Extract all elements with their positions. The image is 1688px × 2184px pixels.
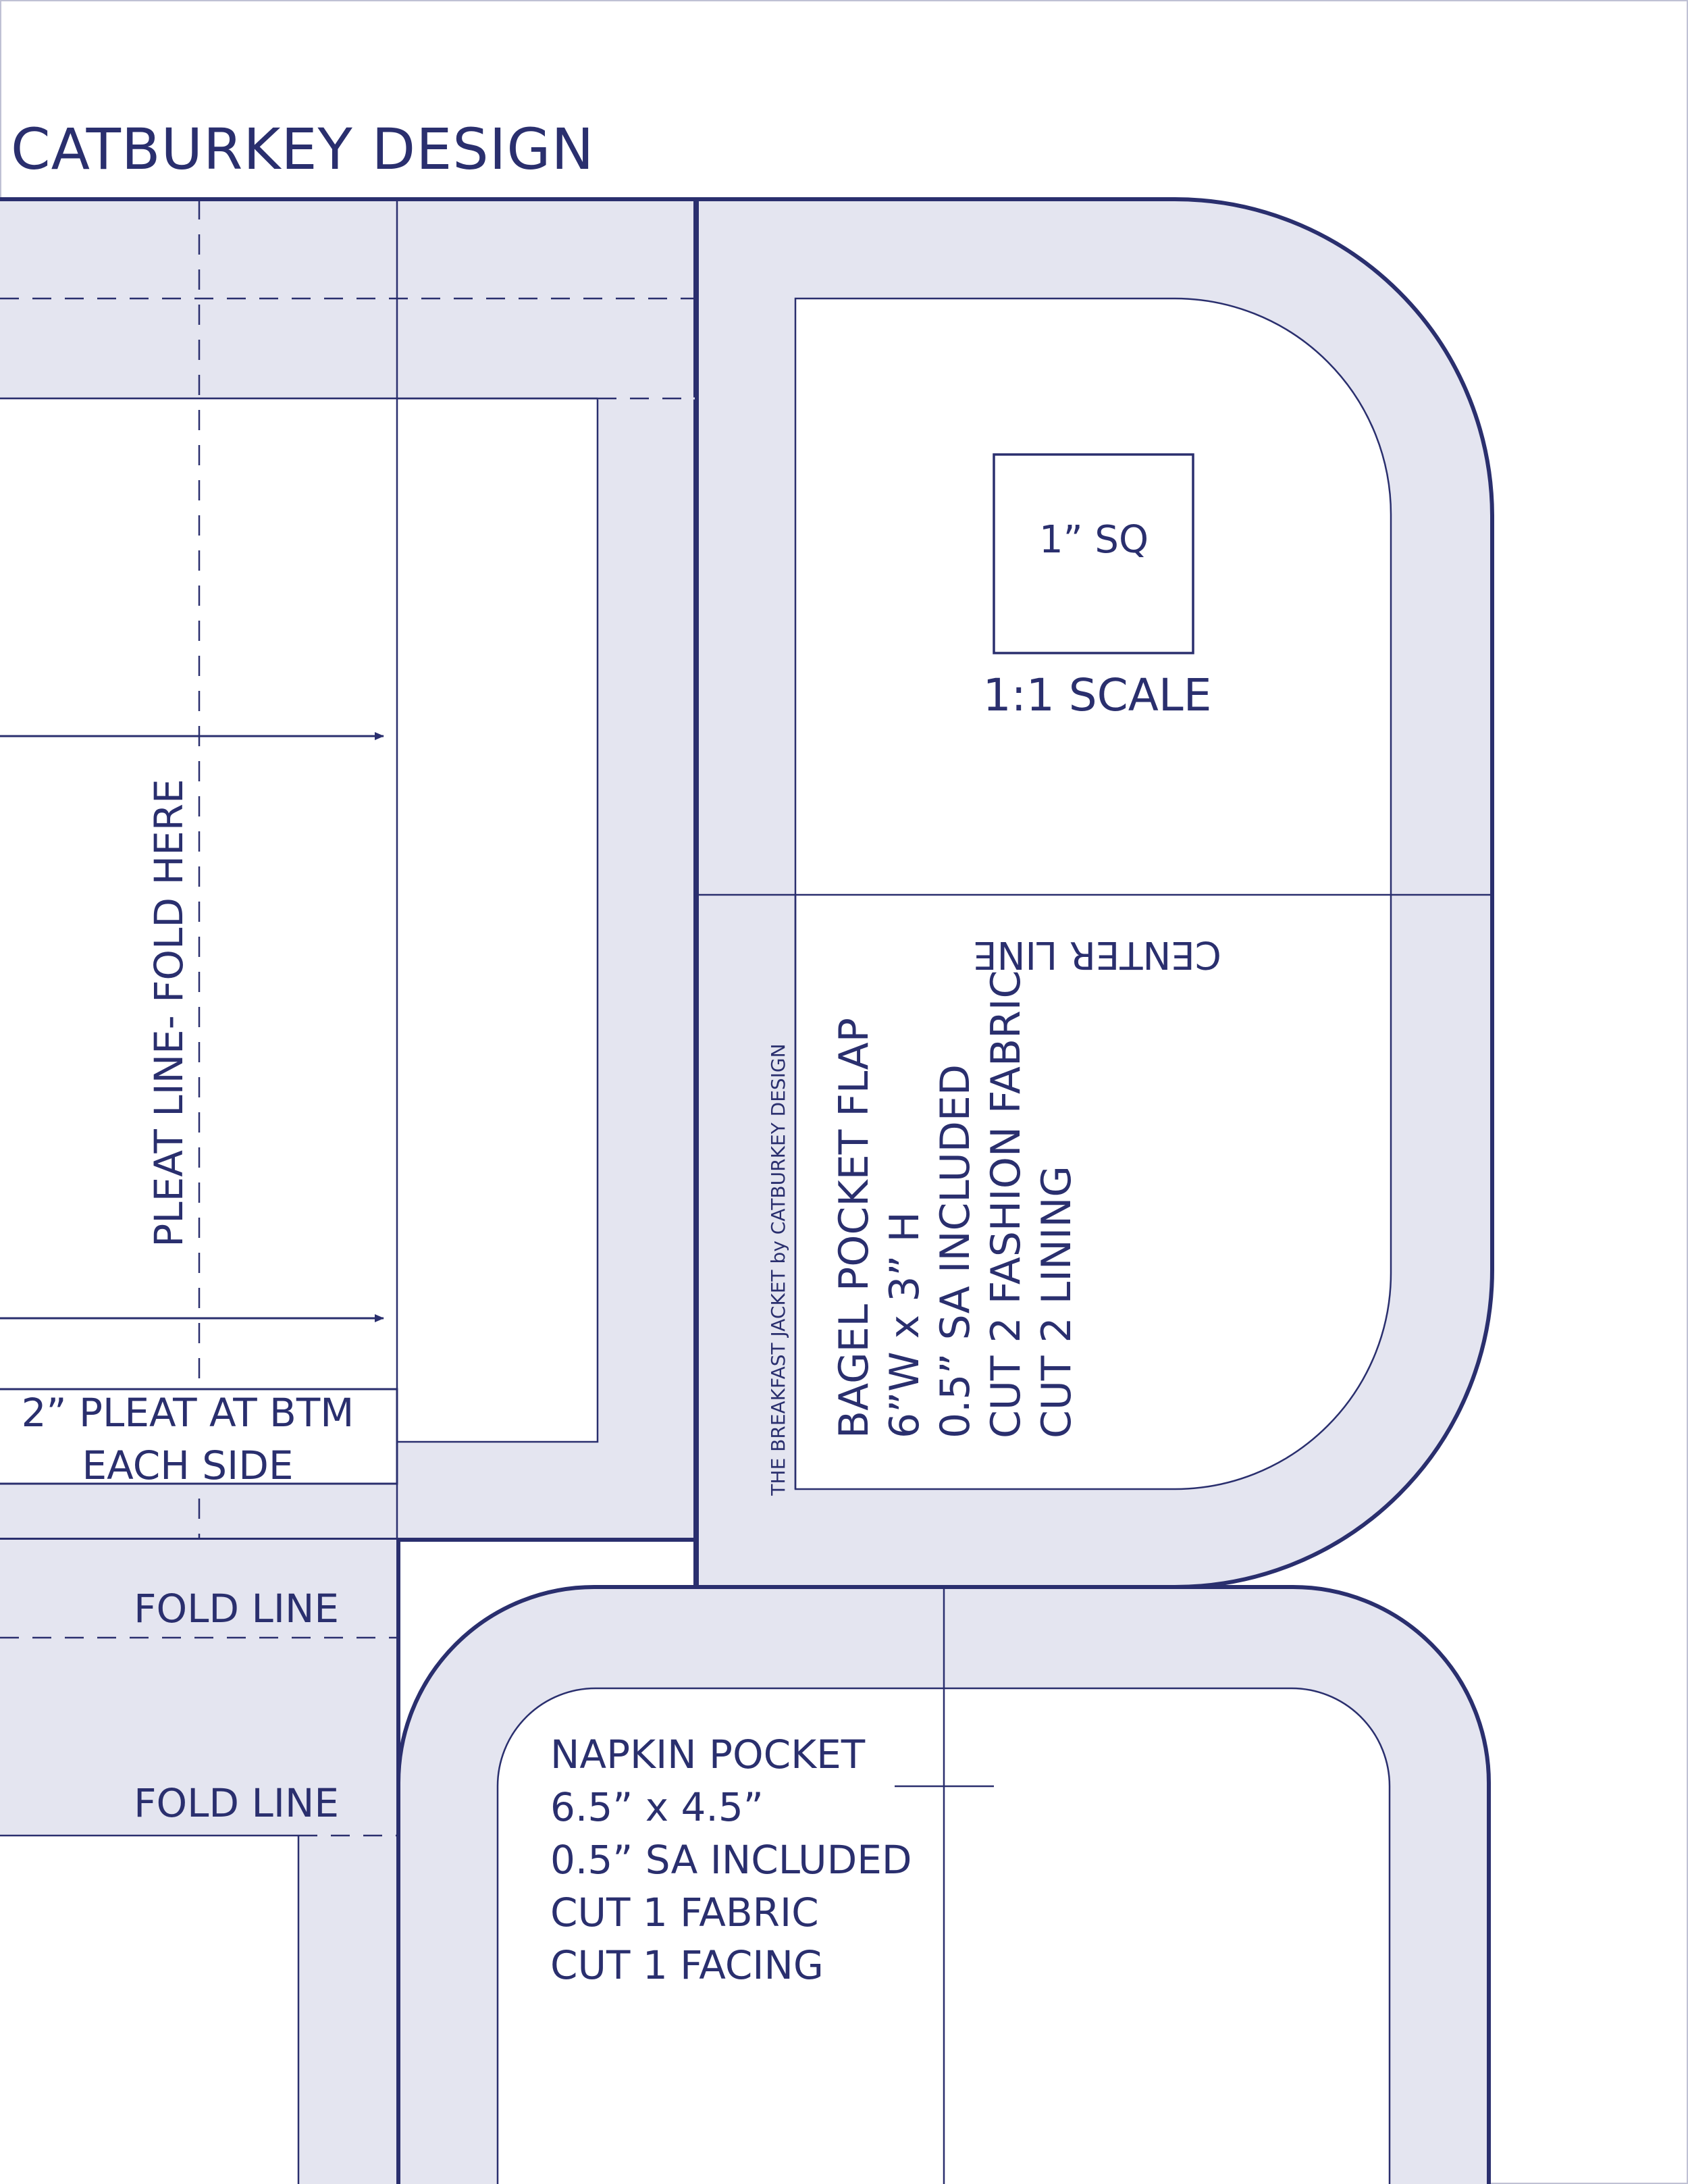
lower-left-interior — [0, 1836, 298, 2184]
napkin-info-line-1: NAPKIN POCKET — [550, 1732, 866, 1777]
square-label: 1” SQ — [1039, 518, 1149, 562]
fold-line-label-lower: FOLD LINE — [134, 1780, 339, 1826]
scale-label: 1:1 SCALE — [983, 669, 1212, 721]
napkin-pocket-piece: NAPKIN POCKET 6.5” x 4.5” 0.5” SA INCLUD… — [396, 1585, 1491, 2184]
flap-stitch-line — [794, 297, 1392, 1490]
fold-line-label-upper: FOLD LINE — [134, 1586, 339, 1632]
lower-left-piece: FOLD LINE FOLD LINE — [0, 1540, 400, 2184]
flap-info-line-1: BAGEL POCKET FLAP — [830, 1018, 878, 1438]
flap-info-line-4: CUT 2 FASHION FABRIC — [982, 970, 1030, 1438]
napkin-info-line-5: CUT 1 FACING — [550, 1942, 824, 1988]
pleat-note-box — [0, 1388, 398, 1485]
flap-info-line-2: 6”W x 3” H — [881, 1212, 928, 1438]
napkin-info-line-3: 0.5” SA INCLUDED — [550, 1837, 912, 1883]
brand-title: CATBURKEY DESIGN — [11, 116, 595, 182]
flap-info-line-3: 0.5” SA INCLUDED — [932, 1064, 979, 1438]
bagel-pocket-flap-piece: 1” SQ 1:1 SCALE CENTER LINE THE BREAKFAS… — [695, 197, 1494, 1589]
bodice-piece: 2” PLEAT AT BTM EACH SIDE PLEAT LINE- FO… — [0, 197, 697, 1542]
pleat-note-line-2: EACH SIDE — [82, 1442, 293, 1488]
napkin-info-line-4: CUT 1 FABRIC — [550, 1890, 819, 1935]
one-inch-test-square — [993, 453, 1194, 654]
pleat-line-label: PLEAT LINE- FOLD HERE — [146, 779, 192, 1247]
flap-info-line-5: CUT 2 LINING — [1033, 1166, 1080, 1438]
pattern-credit: THE BREAKFAST JACKET by CATBURKEY DESIGN — [767, 1043, 789, 1496]
napkin-info-line-2: 6.5” x 4.5” — [550, 1784, 764, 1830]
pleat-note-line-1: 2” PLEAT AT BTM — [22, 1390, 354, 1436]
center-line-label: CENTER LINE — [973, 933, 1221, 977]
